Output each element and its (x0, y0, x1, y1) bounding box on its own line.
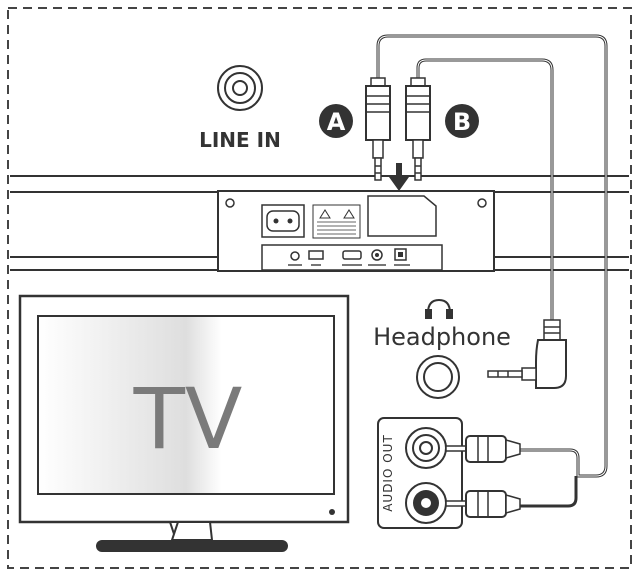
tv-label: TV (133, 370, 243, 468)
dashed-border (7, 7, 632, 569)
badge-a: A (319, 104, 353, 138)
line-in-jack-icon (217, 65, 263, 111)
badge-a-label: A (327, 108, 346, 136)
audio-out-label: AUDIO OUT (381, 434, 395, 512)
soundbar-back-panel (217, 190, 495, 272)
tv-screen (37, 315, 335, 495)
warning-label (312, 204, 361, 239)
coaxial-port (371, 249, 383, 261)
right-angle-plug (487, 319, 567, 389)
line-in-port-area (367, 195, 437, 237)
badge-b: B (445, 104, 479, 138)
optical-port (394, 248, 407, 261)
line-in-label: LINE IN (199, 128, 281, 152)
port-strip (261, 244, 443, 271)
tv-set (18, 294, 350, 552)
headphone-jack (416, 355, 460, 399)
rca-plug-bottom (445, 490, 521, 518)
plug-a-connector (365, 77, 391, 181)
down-arrow-icon (389, 163, 409, 191)
usb-port (308, 250, 324, 260)
rca-plug-top (445, 435, 521, 463)
plug-b-connector (405, 77, 431, 181)
ac-power-socket (261, 204, 305, 238)
tv-stand (96, 540, 288, 552)
linein-aux-port (290, 251, 300, 261)
badge-b-label: B (453, 108, 471, 136)
headphone-label: Headphone (373, 323, 511, 351)
headphone-icon (425, 298, 453, 319)
hdmi-arc-port (342, 250, 362, 260)
cable-loop-inner (377, 35, 607, 477)
